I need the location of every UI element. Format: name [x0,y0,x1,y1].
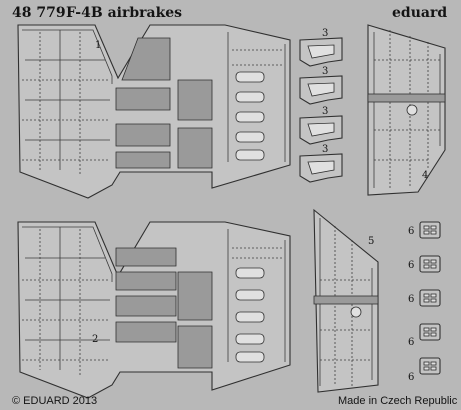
fret-code: 48 779 [12,5,66,21]
tab-part-6a: 6 [408,221,441,239]
tab-part-6d: 6 [408,323,441,348]
bracket-part-3c: 3 [299,106,343,145]
tab-part-6e: 6 [408,357,441,383]
tab-part-6b: 6 [408,255,441,273]
tab-part-6c: 6 [408,289,441,307]
part-number-3c: 3 [322,106,328,117]
copyright-text: © EDUARD 2013 [12,395,97,407]
part-number-2: 2 [92,334,98,345]
origin-text: Made in Czech Republic [338,395,458,407]
part-number-6e: 6 [408,372,414,383]
part-number-3a: 3 [322,28,328,39]
part-number-6b: 6 [408,260,414,271]
fret-title: F-4B airbrakes [66,5,182,21]
panel-part-4: 4 [367,24,446,196]
bracket-part-3a: 3 [299,28,343,67]
panel-part-5: 5 [313,208,379,393]
part-number-6a: 6 [408,226,414,237]
part-number-6c: 6 [408,294,414,305]
part-number-6d: 6 [408,337,414,348]
tab-parts-6: 6 6 6 6 6 [408,221,441,383]
part-number-1: 1 [95,40,101,51]
part-number-3d: 3 [322,144,328,155]
bracket-part-3b: 3 [299,66,343,105]
brand-logo: eduard [392,5,447,21]
part-number-4: 4 [422,170,428,181]
airbrake-part-2: 2 [17,221,291,399]
bracket-part-3d: 3 [299,144,343,183]
part-number-5: 5 [368,236,374,247]
airbrake-part-1: 1 [17,24,291,199]
part-number-3b: 3 [322,66,328,77]
